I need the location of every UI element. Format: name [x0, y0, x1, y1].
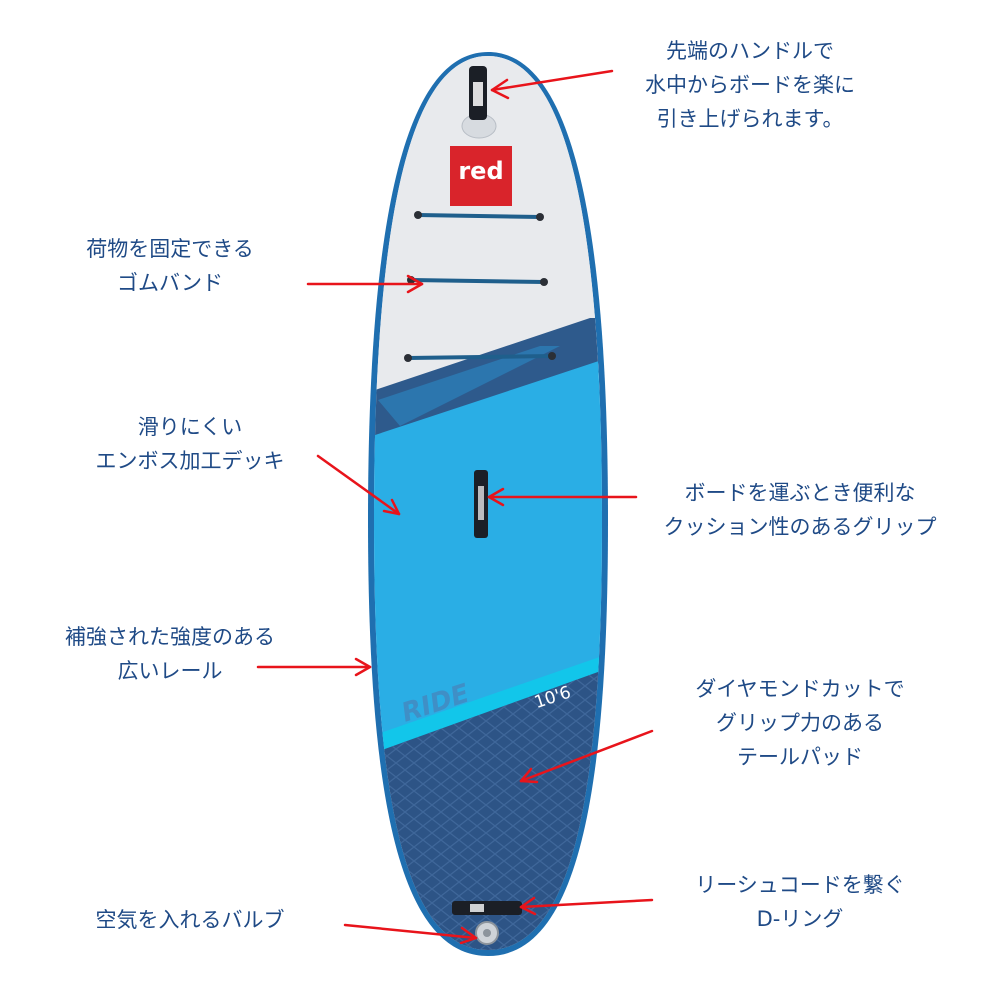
brand-logo-text: red — [458, 157, 504, 185]
callout-arrows — [256, 69, 654, 945]
callout-nose-handle: 先端のハンドルで 水中からボードを楽に 引き上げられます。 — [645, 39, 855, 131]
bungee-straps — [406, 213, 554, 360]
d-ring-strap — [452, 901, 522, 915]
callout-d-ring: リーシュコードを繋ぐ D-リング — [695, 873, 905, 931]
deck-pad — [374, 354, 602, 760]
callout-bungee: 荷物を固定できる ゴムバンド — [86, 237, 254, 295]
callout-carry-handle: ボードを運ぶとき便利な クッション性のあるグリップ — [663, 481, 937, 539]
callout-tail-pad: ダイヤモンドカットで グリップ力のある テールパッド — [695, 677, 905, 769]
callout-rail: 補強された強度のある 広いレール — [65, 625, 275, 683]
callout-deck: 滑りにくい エンボス加工デッキ — [95, 415, 285, 473]
brand-logo-box — [450, 146, 512, 206]
callout-valve: 空気を入れるバルブ — [95, 908, 285, 932]
